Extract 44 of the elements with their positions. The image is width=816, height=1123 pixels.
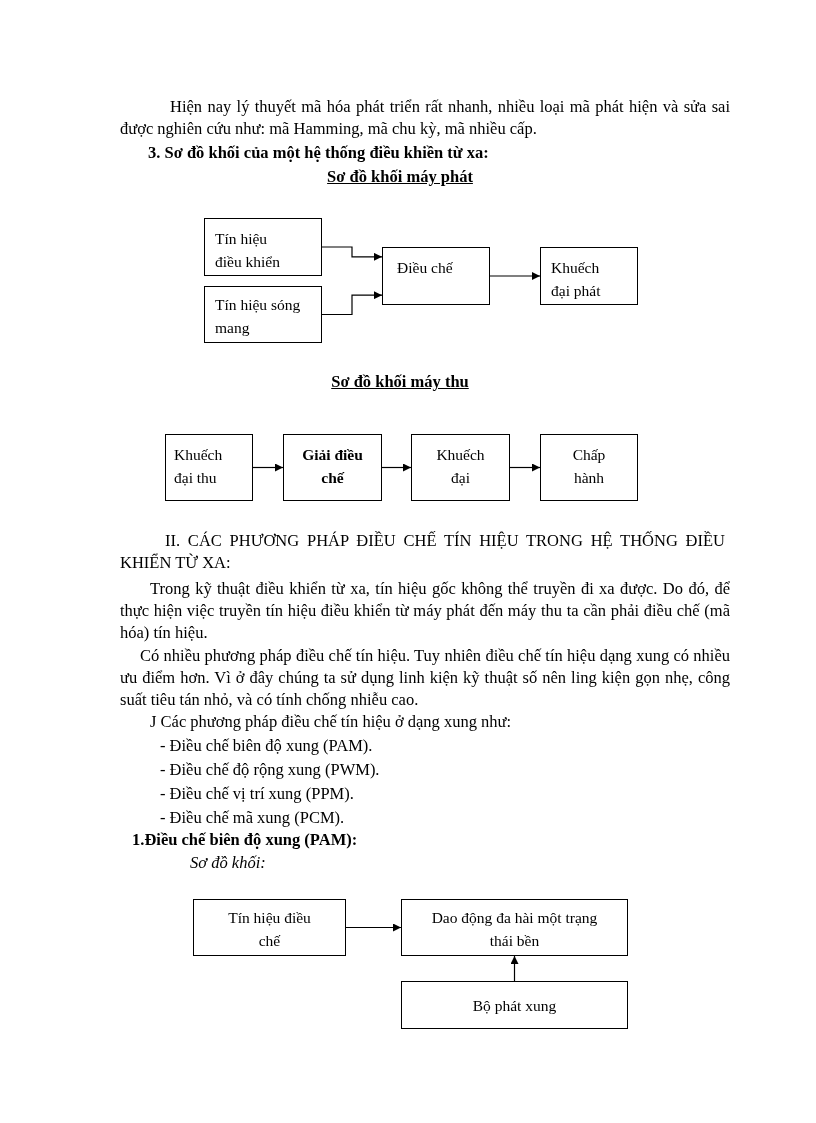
paragraph: J Các phương pháp điều chế tín hiệu ở dạng xung như: (150, 711, 513, 733)
arrow (489, 272, 541, 280)
process-box (204, 286, 322, 343)
arrow (509, 463, 541, 472)
process-box (193, 899, 346, 956)
arrow (321, 291, 383, 316)
arrow (252, 463, 284, 472)
subsection-heading: 1.Điều chế biên độ xung (PAM): (132, 829, 359, 851)
process-box (382, 247, 490, 305)
paragraph: Có nhiều phương pháp điều chế tín hiệu. Tuy nhiên điều chế tín hiệu dạng xung có nhiều ưu điểm hơn. Vì ở đây chúng ta sử dụng linh kiện kỹ thuật số nên ling kiện gọn nhẹ, công suất tiêu tán nhỏ, và có tính chống nhiễu cao. (120, 645, 730, 711)
arrow (321, 246, 383, 261)
paragraph: Hiện nay lý thuyết mã hóa phát triển rất nhanh, nhiều loại mã phát hiện và sửa sai được nghiên cứu như: mã Hamming, mã chu kỳ, mã nhiều cấp. (120, 96, 730, 140)
box-label: Khuếch đại thu (174, 445, 224, 488)
box-label: Giải điều chế (301, 445, 364, 488)
list-item: - Điều chế biên độ xung (PAM). (160, 735, 374, 757)
arrow (345, 923, 402, 932)
box-label: Chấp hành (571, 445, 607, 488)
process-box (540, 247, 638, 305)
list-item: - Điều chế vị trí xung (PPM). (160, 783, 355, 805)
process-box (401, 981, 628, 1029)
section-heading: II. CÁC PHƯƠNG PHÁP ĐIỀU CHẾ TÍN HIỆU TRONG HỆ THỐNG ĐIỀU KHIỂN TỪ XA: (120, 530, 725, 574)
arrow (381, 463, 412, 472)
subheading: Sơ đồ khối máy phát (326, 166, 474, 188)
box-label: Tín hiệu sóng mang (215, 295, 301, 338)
box-label: Khuếch đại phát (551, 258, 602, 301)
arrow (510, 955, 519, 982)
process-box (283, 434, 382, 501)
process-box (540, 434, 638, 501)
box-label: Điều chế (397, 258, 453, 278)
box-label: Tín hiệu điều chế (227, 908, 312, 951)
box-label: Bộ phát xung (472, 996, 557, 1016)
list-item: - Điều chế mã xung (PCM). (160, 807, 346, 829)
process-box (411, 434, 510, 501)
process-box (204, 218, 322, 276)
section-heading: 3. Sơ đồ khối của một hệ thống điều khiền từ xa: (148, 142, 490, 164)
list-item: - Điều chế độ rộng xung (PWM). (160, 759, 381, 781)
caption-text: Sơ đồ khối: (190, 852, 267, 874)
box-label: Dao động đa hài một trạng thái bền (430, 908, 599, 951)
paragraph: Trong kỹ thuật điều khiển từ xa, tín hiệu gốc không thể truyền đi xa được. Do đó, để thực hiện việc truyền tín hiệu điều khiển từ máy phát đến máy thu ta cần phải điều chế (mã hóa) tín hiệu. (120, 578, 730, 644)
process-box (401, 899, 628, 956)
subheading: Sơ đồ khối máy thu (330, 371, 470, 393)
box-label: Khuếch đại (435, 445, 486, 488)
box-label: Tín hiệu điều khiển (215, 229, 281, 272)
process-box (165, 434, 253, 501)
